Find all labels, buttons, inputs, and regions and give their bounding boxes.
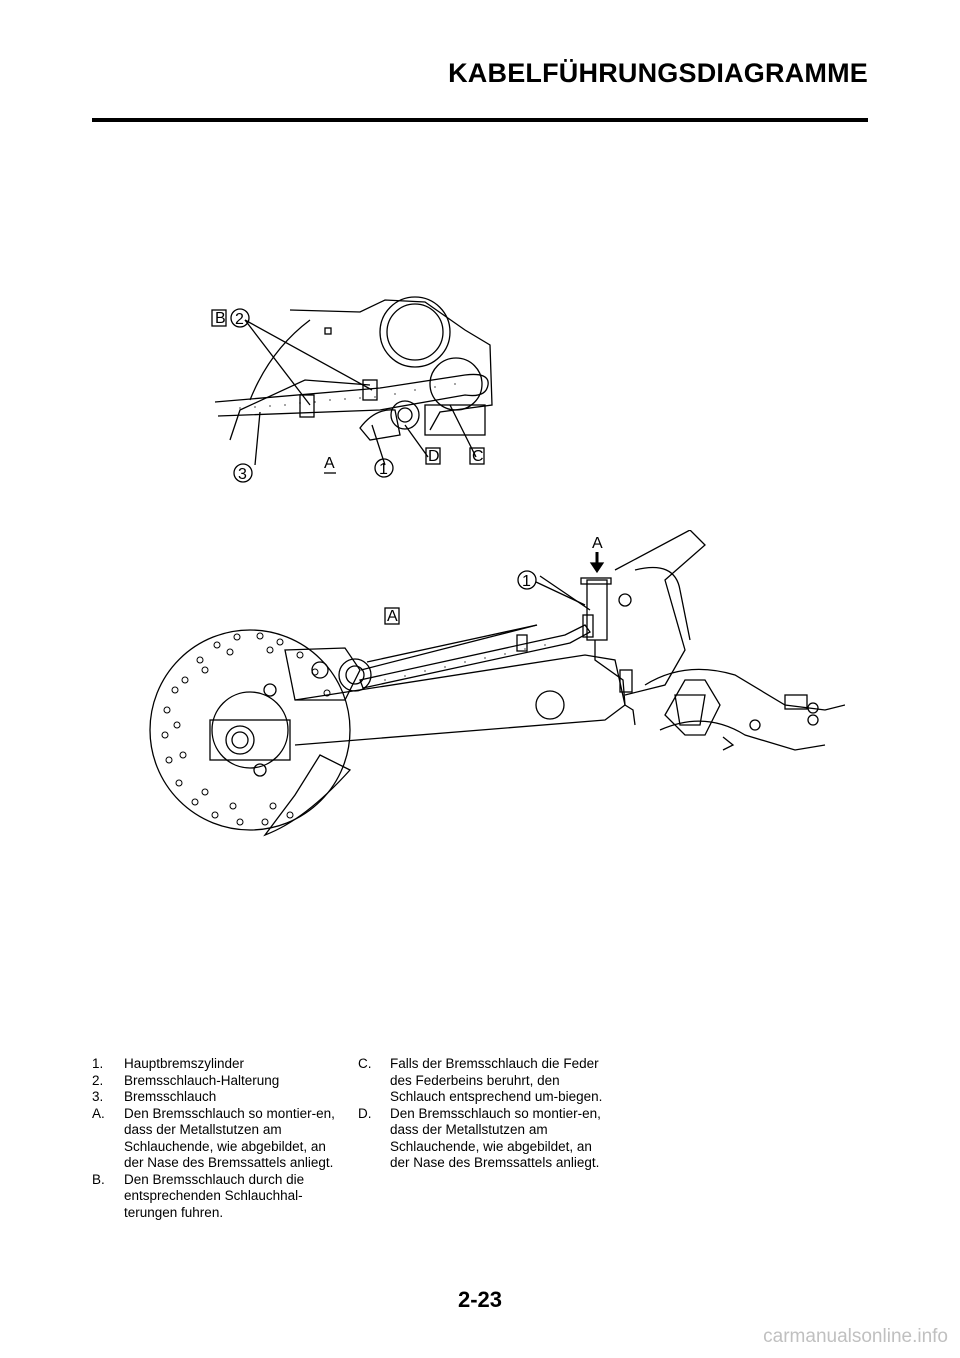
legend-text: Bremsschlauch-Halterung: [124, 1072, 280, 1088]
legend-key: C.: [358, 1056, 372, 1071]
figure-rear-brake-assembly: A 1 A: [149, 530, 845, 837]
legend-text: Falls der Bremsschlauch die Feder des Fe…: [390, 1056, 603, 1104]
watermark: carmanualsonline.info: [763, 1326, 948, 1347]
legend-column-2: C. Falls der Bremsschlauch die Feder des…: [358, 1056, 608, 1172]
callout-B: B: [215, 310, 226, 327]
callout-1: 1: [522, 573, 531, 590]
figure-hose-routing-detail: B 2 3 A 1 D C: [211, 296, 493, 483]
callout-A: A: [324, 455, 335, 472]
legend-column-1: 1. Hauptbremszylinder 2. Bremsschlauch-H…: [92, 1056, 342, 1221]
callout-A-arrow: A: [592, 535, 603, 552]
callout-3: 3: [238, 466, 247, 483]
legend-key: 2.: [92, 1072, 104, 1088]
legend-item: 2. Bremsschlauch-Halterung: [92, 1073, 342, 1090]
callout-A-box: A: [387, 608, 398, 625]
header-rule: [92, 118, 868, 122]
legend-key: A.: [92, 1105, 105, 1121]
legend-key: B.: [92, 1171, 105, 1187]
legend-text: Hauptbremszylinder: [124, 1056, 245, 1071]
legend-item: B. Den Bremsschlauch durch die entsprech…: [92, 1172, 342, 1222]
legend-text: Bremsschlauch: [124, 1089, 217, 1104]
legend-item: D. Den Bremsschlauch so montier-en, dass…: [358, 1106, 608, 1172]
legend-item: A. Den Bremsschlauch so montier-en, dass…: [92, 1106, 342, 1172]
callout-1: 1: [379, 461, 388, 478]
legend-item: 1. Hauptbremszylinder: [92, 1056, 342, 1073]
legend-item: 3. Bremsschlauch: [92, 1089, 342, 1106]
legend-item: C. Falls der Bremsschlauch die Feder des…: [358, 1056, 608, 1106]
legend-text: Den Bremsschlauch durch die entsprechend…: [124, 1171, 305, 1220]
legend-text: Den Bremsschlauch so montier-en, dass de…: [124, 1105, 335, 1171]
page-title: KABELFÜHRUNGSDIAGRAMME: [448, 58, 868, 88]
legend-key: 3.: [92, 1089, 104, 1104]
callout-2: 2: [235, 311, 244, 328]
legend-key: D.: [358, 1105, 372, 1121]
callout-D: D: [428, 448, 440, 465]
page-number: 2-23: [457, 1287, 503, 1312]
legend-key: 1.: [92, 1056, 104, 1071]
legend-text: Den Bremsschlauch so montier-en, dass de…: [390, 1105, 601, 1171]
callout-C: C: [472, 448, 484, 465]
